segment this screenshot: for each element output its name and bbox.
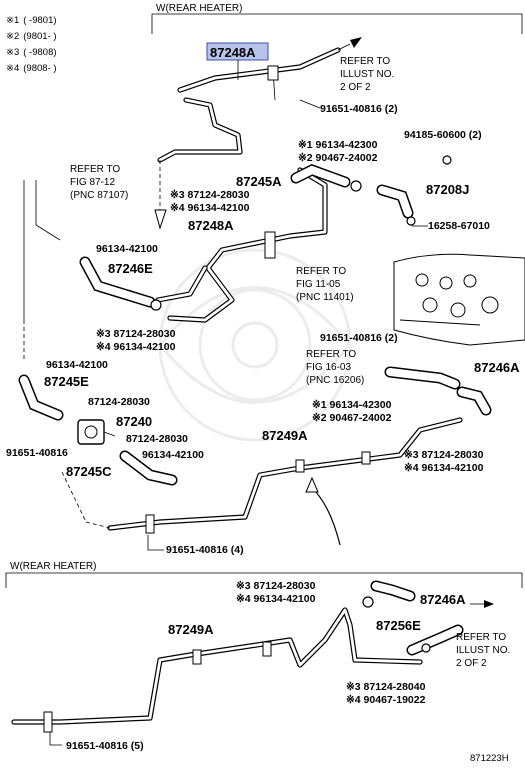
part-label[interactable]: 91651-40816 (2) [320, 103, 398, 115]
refer-line [35, 180, 61, 241]
footnote-3: ※3( -9808) [6, 47, 57, 58]
part-label[interactable]: ※4 90467-19022 [346, 694, 426, 706]
part-label[interactable]: ※2 90467-24002 [312, 412, 392, 424]
footnote-4: ※4(9808- ) [6, 63, 57, 74]
hose-87246a-lower [362, 580, 416, 608]
part-label[interactable]: 16258-67010 [428, 220, 490, 232]
refer-note-2: REFER TO FIG 87-12 (PNC 87107) [70, 164, 128, 201]
illustration-code: 871223H [470, 753, 509, 764]
part-label[interactable]: 87246A [474, 360, 520, 375]
hose-87208j [376, 155, 452, 226]
dashed-leader [85, 521, 111, 529]
part-label[interactable]: 94185-60600 (2) [404, 129, 482, 141]
svg-text:FIG 87-12: FIG 87-12 [70, 177, 115, 188]
hose-87245a [290, 164, 362, 192]
arrow-icon [154, 209, 167, 230]
upper-section-bracket [151, 13, 523, 34]
part-label[interactable]: ※3 87124-28030 [96, 328, 176, 340]
part-label[interactable]: 87256E [376, 618, 421, 633]
svg-text:2 OF 2: 2 OF 2 [456, 658, 487, 669]
svg-text:2 OF 2: 2 OF 2 [340, 82, 371, 93]
hose-87245e [18, 374, 64, 421]
part-label[interactable]: 91651-40816 (5) [66, 740, 144, 752]
leader-line [49, 732, 62, 746]
part-label[interactable]: 87124-28030 [88, 396, 150, 408]
footnote-1: ※1( -9801) [6, 15, 57, 26]
refer-note-5: REFER TO ILLUST NO. 2 OF 2 [456, 632, 510, 669]
lower-section-header: W(REAR HEATER) [10, 561, 96, 572]
part-label[interactable]: ※4 96134-42100 [236, 593, 316, 605]
part-label[interactable]: 87245A [236, 174, 282, 189]
lower-section-bracket [5, 572, 523, 588]
upper-pipe-87248a-top [157, 37, 362, 163]
part-label[interactable]: 87208J [426, 182, 469, 197]
refer-note-1: REFER TO ILLUST NO. 2 OF 2 [340, 56, 394, 93]
part-label[interactable]: ※2 90467-24002 [298, 152, 378, 164]
highlight-box [206, 42, 269, 61]
part-label[interactable]: ※1 96134-42300 [312, 399, 392, 411]
part-87248a-highlighted[interactable]: 87248A [210, 45, 256, 60]
part-label[interactable]: 87249A [262, 428, 308, 443]
engine-block [393, 253, 525, 346]
svg-text:ILLUST NO.: ILLUST NO. [456, 645, 510, 656]
pipe-87249a-lower [11, 607, 423, 733]
arrow-icon [484, 600, 494, 608]
footnotes: ※1( -9801) ※2(9801- ) ※3( -9808) ※4(9808… [6, 15, 57, 74]
part-label[interactable]: ※3 87124-28040 [346, 681, 426, 693]
upper-pipe-87248a-mid [155, 167, 328, 323]
part-label[interactable]: ※1 96134-42300 [298, 139, 378, 151]
part-label[interactable]: 87246E [108, 261, 153, 276]
part-label[interactable]: 87249A [168, 622, 214, 637]
part-label[interactable]: 96134-42100 [46, 359, 108, 371]
hose-87246a-upper [384, 366, 492, 416]
part-label[interactable]: 87124-28030 [126, 433, 188, 445]
arrow-icon [305, 476, 319, 493]
part-label[interactable]: 87248A [188, 218, 234, 233]
part-label[interactable]: ※3 87124-28030 [404, 449, 484, 461]
svg-text:REFER TO: REFER TO [70, 164, 120, 175]
part-label[interactable]: ※3 87124-28030 [170, 189, 250, 201]
part-label[interactable]: ※4 96134-42100 [170, 202, 250, 214]
part-label[interactable]: 96134-42100 [96, 243, 158, 255]
dashed-leader [61, 471, 87, 523]
watermark [158, 248, 352, 442]
hose-87245c [119, 450, 178, 486]
svg-text:REFER TO: REFER TO [340, 56, 390, 67]
part-label[interactable]: ※4 96134-42100 [96, 341, 176, 353]
part-label[interactable]: ※3 87124-28030 [236, 580, 316, 592]
part-label[interactable]: 96134-42100 [142, 449, 204, 461]
part-label[interactable]: 87245E [44, 374, 89, 389]
leader-line [147, 535, 164, 551]
svg-text:FIG 16-03: FIG 16-03 [306, 362, 351, 373]
pipe-87249a [107, 417, 463, 534]
svg-text:ILLUST NO.: ILLUST NO. [340, 69, 394, 80]
valve-87240 [77, 419, 116, 445]
footnote-2: ※2(9801- ) [6, 31, 57, 42]
part-label[interactable]: 91651-40816 [6, 447, 68, 459]
part-label[interactable]: 87245C [66, 464, 112, 479]
part-label[interactable]: 91651-40816 (4) [166, 544, 244, 556]
svg-text:REFER TO: REFER TO [306, 349, 356, 360]
hose-87256e [406, 624, 464, 656]
upper-section-header: W(REAR HEATER) [156, 3, 242, 14]
part-label[interactable]: ※4 96134-42100 [404, 462, 484, 474]
hose-87246e [79, 256, 162, 311]
refer-note-4: REFER TO FIG 16-03 (PNC 16206) [306, 349, 364, 386]
svg-text:(PNC 87107): (PNC 87107) [70, 190, 128, 201]
part-label[interactable]: 87240 [116, 414, 152, 429]
arrow-icon [311, 487, 341, 546]
svg-text:(PNC 11401): (PNC 11401) [296, 292, 354, 303]
svg-text:FIG 11-05: FIG 11-05 [296, 279, 341, 290]
part-label[interactable]: 87246A [420, 592, 466, 607]
part-label[interactable]: 91651-40816 (2) [320, 332, 398, 344]
refer-note-3: REFER TO FIG 11-05 (PNC 11401) [296, 266, 354, 303]
svg-text:REFER TO: REFER TO [456, 632, 506, 643]
svg-text:(PNC 16206): (PNC 16206) [306, 375, 364, 386]
svg-text:REFER TO: REFER TO [296, 266, 346, 277]
leader-line [299, 99, 321, 109]
